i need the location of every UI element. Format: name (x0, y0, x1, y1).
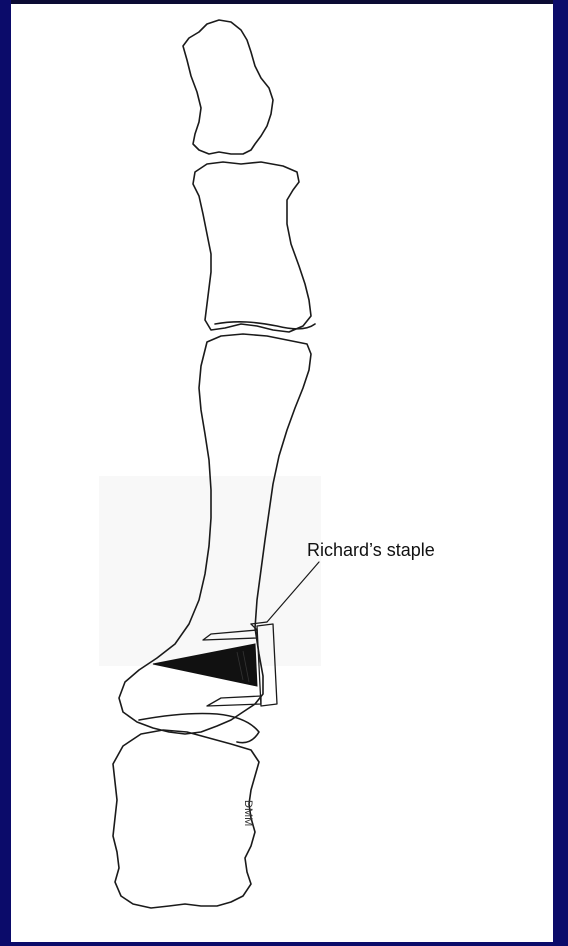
frame-left-border (0, 0, 11, 946)
artist-signature: DMM (242, 800, 254, 826)
frame-right-border (553, 0, 568, 946)
frame-bottom-border (0, 942, 568, 946)
illustration-canvas: Richard’s staple DMM (11, 4, 553, 942)
signature-layer: DMM (11, 4, 553, 942)
